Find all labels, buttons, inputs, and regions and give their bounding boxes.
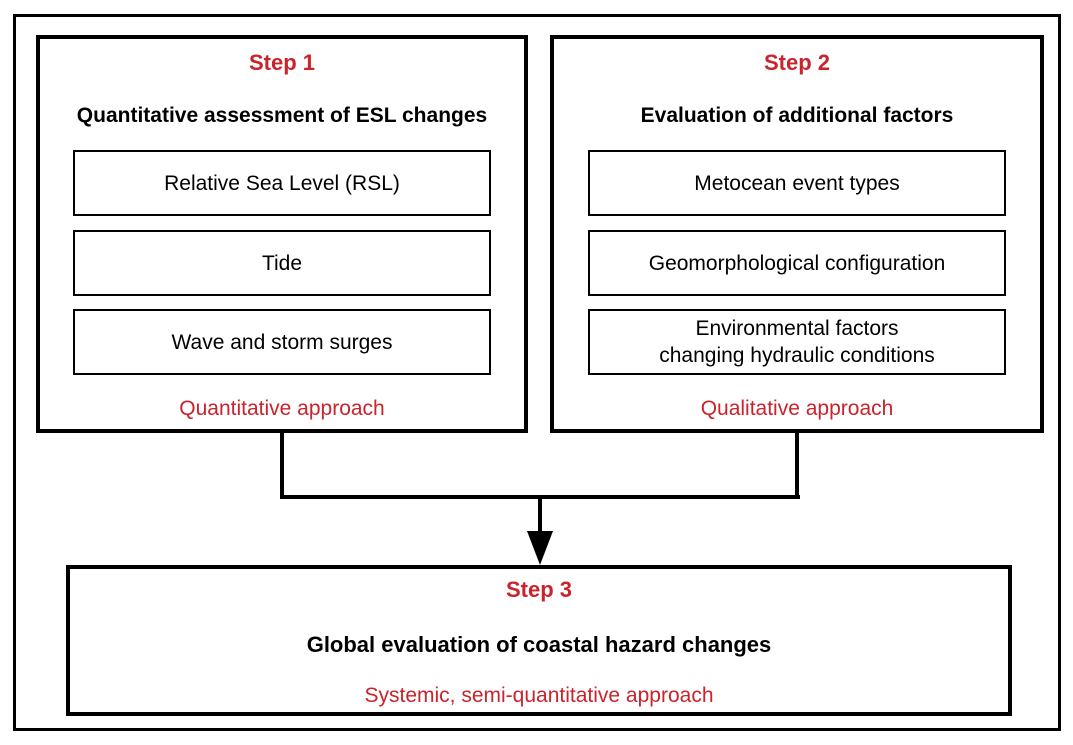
step1-item-tide: Tide bbox=[73, 230, 491, 296]
connector-merge-line bbox=[280, 495, 800, 499]
arrow-stem bbox=[538, 499, 542, 535]
step3-box: Step 3 Global evaluation of coastal haza… bbox=[66, 565, 1012, 716]
step2-item-environmental-factors: Environmental factors changing hydraulic… bbox=[588, 309, 1006, 375]
outer-border bbox=[13, 14, 1061, 731]
step2-item-metocean-event-types: Metocean event types bbox=[588, 150, 1006, 216]
step1-title: Quantitative assessment of ESL changes bbox=[76, 104, 488, 127]
step2-approach-label: Qualitative approach bbox=[700, 397, 894, 420]
step1-label: Step 1 bbox=[248, 50, 316, 75]
step2-label: Step 2 bbox=[763, 50, 831, 75]
connector-step2-down-line bbox=[795, 433, 799, 499]
step2-title: Evaluation of additional factors bbox=[640, 104, 954, 127]
step2-box: Step 2 Evaluation of additional factors … bbox=[550, 35, 1044, 433]
step3-label: Step 3 bbox=[505, 577, 573, 602]
connector-step1-down-line bbox=[280, 433, 284, 499]
step1-approach-label: Quantitative approach bbox=[179, 397, 385, 420]
arrow-down-icon bbox=[527, 531, 553, 565]
step1-item-relative-sea-level: Relative Sea Level (RSL) bbox=[73, 150, 491, 216]
step1-box: Step 1 Quantitative assessment of ESL ch… bbox=[36, 35, 528, 433]
step1-item-wave-storm-surges: Wave and storm surges bbox=[73, 309, 491, 375]
step3-approach-label: Systemic, semi-quantitative approach bbox=[364, 684, 714, 707]
step3-title: Global evaluation of coastal hazard chan… bbox=[306, 632, 772, 657]
step2-item-geomorphological-configuration: Geomorphological configuration bbox=[588, 230, 1006, 296]
